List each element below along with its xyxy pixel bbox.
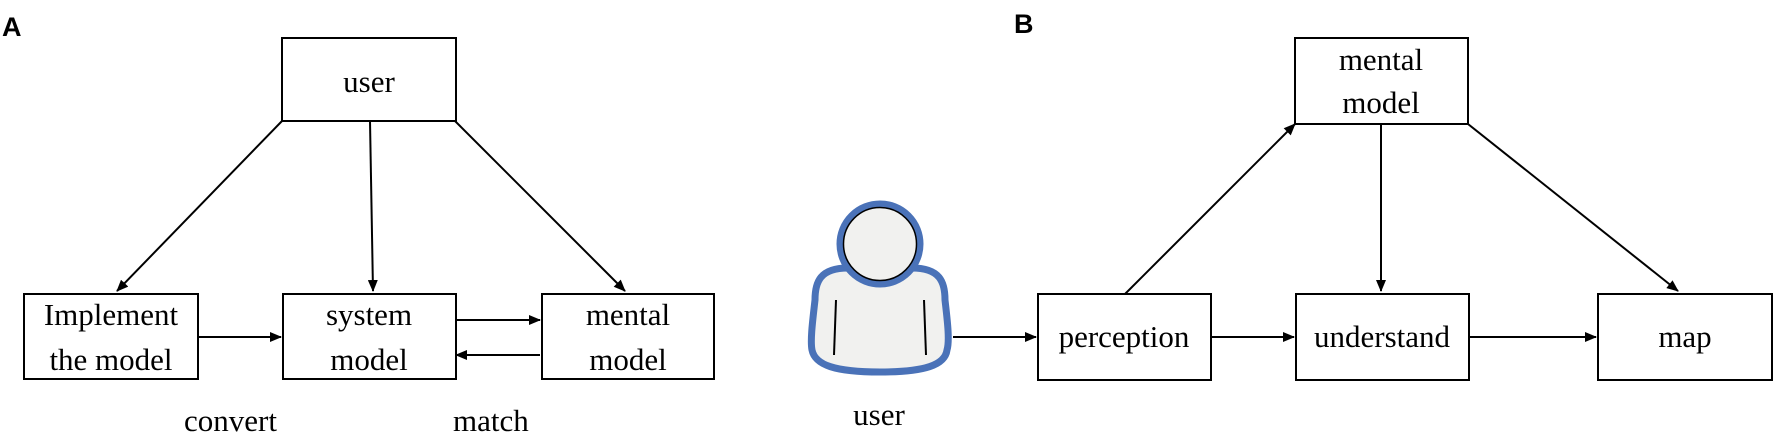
node-understand: understand [1295, 293, 1470, 381]
edge-label-match: match [453, 403, 529, 438]
node-mental-model-b: mental model [1294, 37, 1469, 125]
edge-user-to-implement [116, 120, 283, 292]
node-understand-label: understand [1314, 319, 1451, 354]
user-head-inner-icon [842, 206, 918, 282]
edge-mental-model-to-map [1467, 123, 1679, 292]
node-mental-model-b-line-2: model [1342, 85, 1420, 120]
edge-user-to-system-model [367, 120, 378, 292]
node-system-model-line-2: model [330, 342, 408, 377]
node-mental-model-a-line-2: model [589, 342, 667, 377]
node-mental-model-b-line-1: mental [1339, 42, 1423, 77]
user-arm-right-icon [923, 299, 927, 356]
panel-b-label: B [1014, 9, 1034, 39]
node-system-model: system model [282, 293, 457, 380]
user-caption: user [853, 397, 905, 432]
node-implement-line-1: Implement [44, 297, 179, 332]
node-system-model-line-1: system [326, 297, 412, 332]
node-perception: perception [1037, 293, 1212, 381]
node-user-label: user [343, 64, 395, 99]
node-mental-model-a: mental model [541, 293, 715, 380]
node-map-label: map [1658, 319, 1711, 354]
node-implement-the-model: Implement the model [23, 293, 199, 380]
node-user: user [281, 37, 457, 122]
user-body-icon [807, 264, 952, 376]
panel-a-label: A [2, 12, 22, 42]
edge-label-convert: convert [184, 403, 277, 438]
node-implement-line-2: the model [49, 342, 172, 377]
edge-perception-to-mental-model [1124, 123, 1296, 295]
user-icon [807, 200, 952, 376]
node-mental-model-a-line-1: mental [586, 297, 670, 332]
user-arm-left-icon [833, 299, 837, 356]
edge-user-to-mental-model [454, 120, 626, 292]
node-perception-label: perception [1059, 319, 1190, 354]
node-map: map [1597, 293, 1773, 381]
